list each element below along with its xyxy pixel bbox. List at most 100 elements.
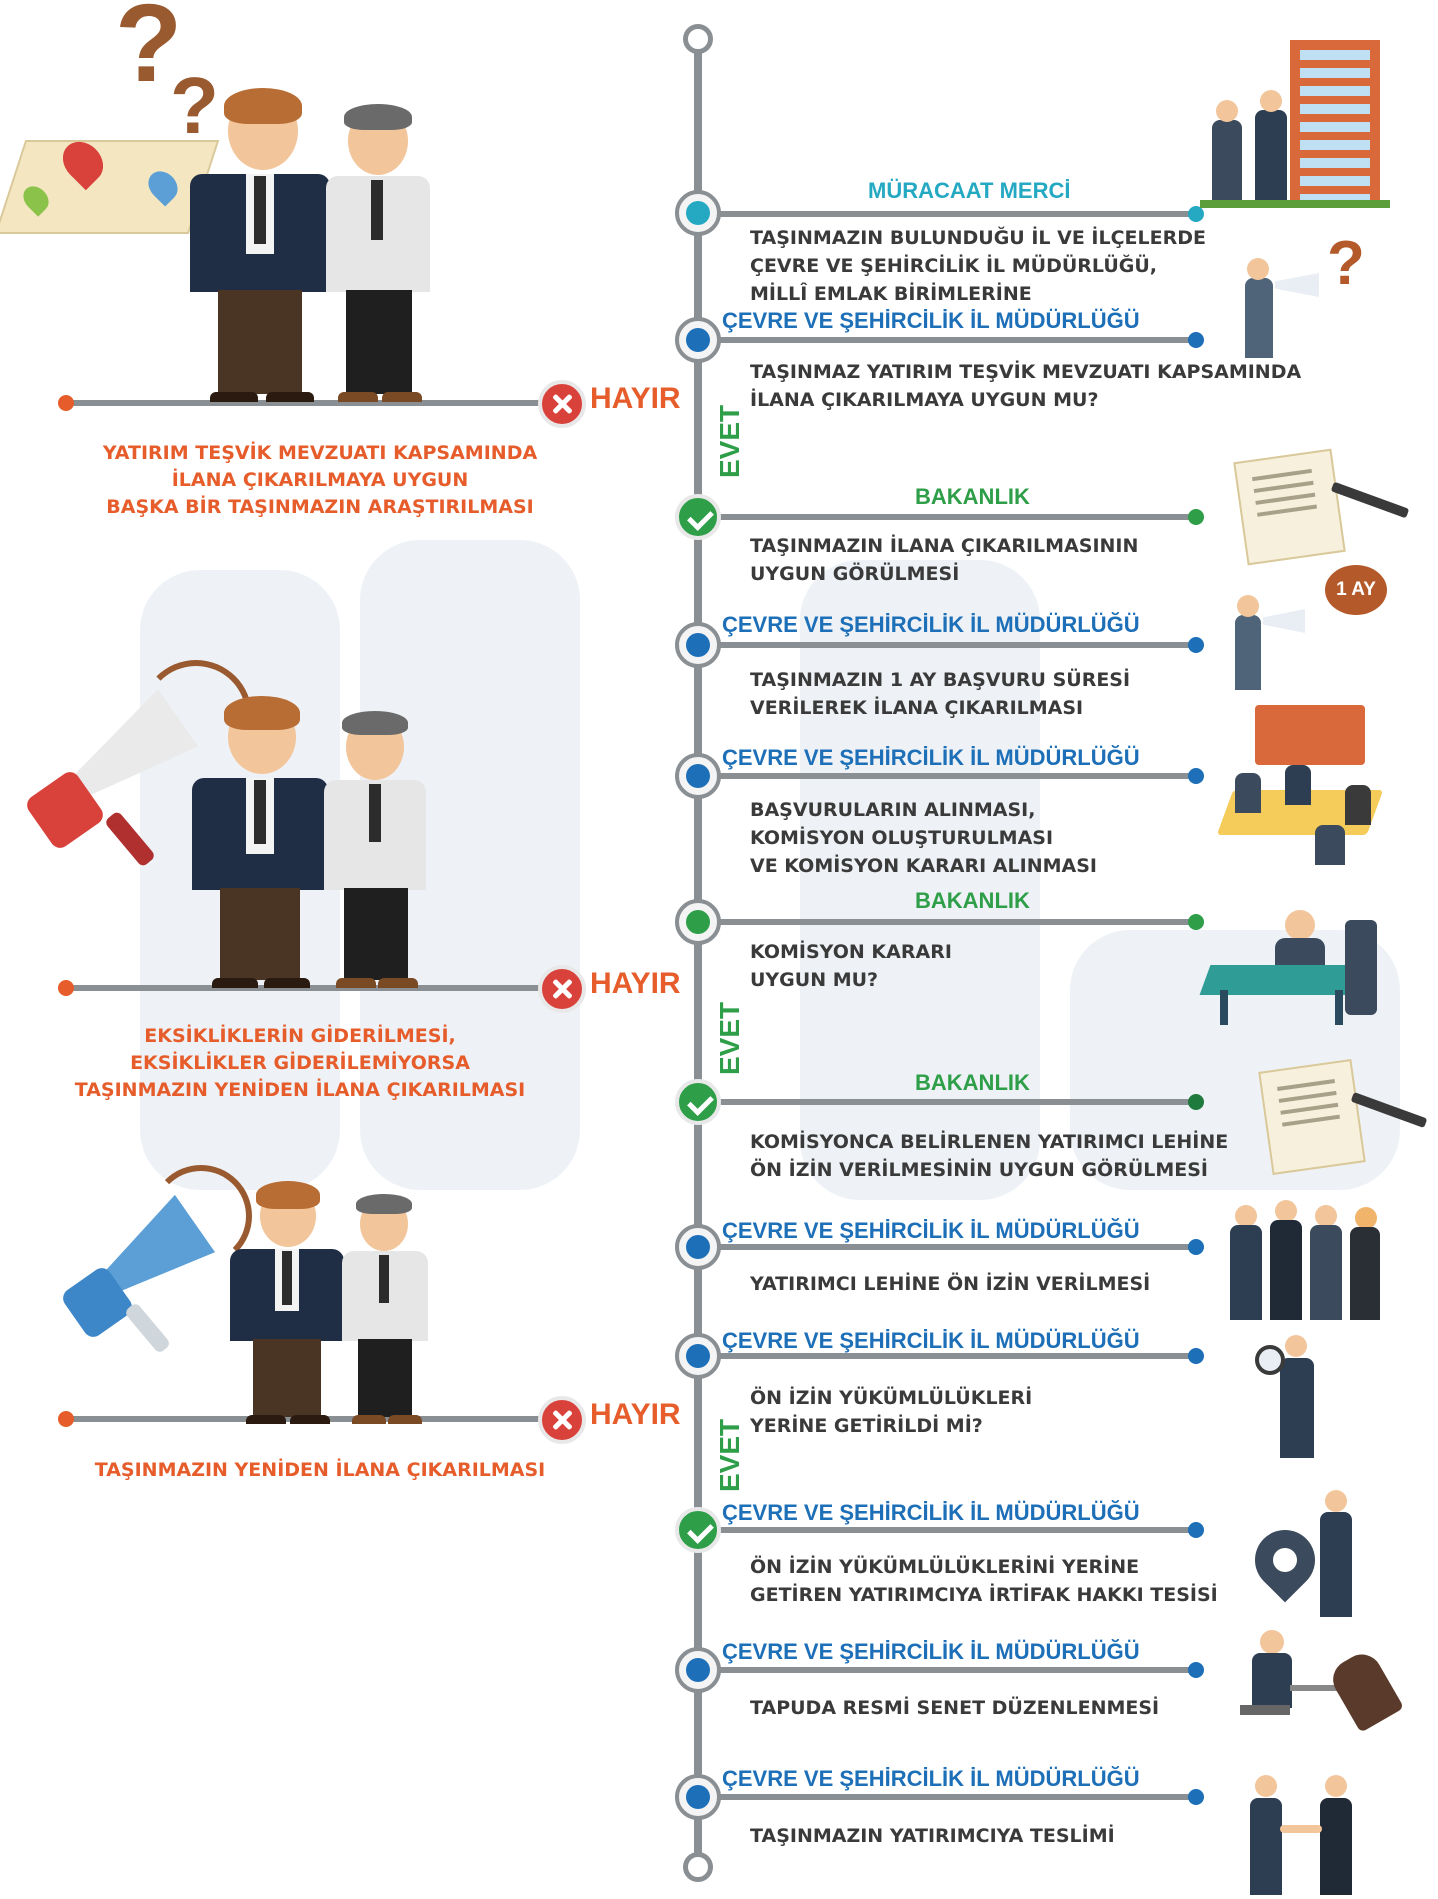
step-connector <box>700 919 1195 925</box>
step-title: ÇEVRE VE ŞEHİRCİLİK İL MÜDÜRLÜĞÜ <box>722 1218 1140 1243</box>
step-title: ÇEVRE VE ŞEHİRCİLİK İL MÜDÜRLÜĞÜ <box>722 1328 1140 1353</box>
step-node <box>675 1333 721 1379</box>
step-node <box>675 317 721 363</box>
no-label: HAYIR <box>590 967 681 1000</box>
step-node <box>675 899 721 945</box>
step-description: ÖN İZİN YÜKÜMLÜLÜKLERİNİ YERİNE GETİREN … <box>750 1556 1218 1606</box>
branch-endpoint <box>58 1411 74 1427</box>
step-description: TAŞINMAZIN YATIRIMCIYA TESLİMİ <box>750 1825 1115 1847</box>
no-label: HAYIR <box>590 382 681 415</box>
step-endpoint <box>1188 1522 1204 1538</box>
step-title: ÇEVRE VE ŞEHİRCİLİK İL MÜDÜRLÜĞÜ <box>722 745 1140 770</box>
branch-endpoint <box>58 395 74 411</box>
step-connector <box>700 1099 1195 1105</box>
people-illustration <box>228 1181 438 1425</box>
step-endpoint <box>1188 206 1204 222</box>
step-description: ÖN İZİN YÜKÜMLÜLÜKLERİ YERİNE GETİRİLDİ … <box>750 1387 1033 1437</box>
step-description: TAŞINMAZ YATIRIM TEŞVİK MEVZUATI KAPSAMI… <box>750 361 1302 411</box>
handshake-deal-icon <box>1245 1770 1375 1895</box>
step-title: ÇEVRE VE ŞEHİRCİLİK İL MÜDÜRLÜĞÜ <box>722 1500 1140 1525</box>
no-label: HAYIR <box>590 1398 681 1431</box>
step-node <box>675 1647 721 1693</box>
yes-label: EVET <box>714 404 745 478</box>
check-node <box>675 1079 721 1125</box>
step-title: ÇEVRE VE ŞEHİRCİLİK İL MÜDÜRLÜĞÜ <box>722 1639 1140 1664</box>
timeline-start-cap <box>683 24 713 54</box>
handshake-building-icon <box>1200 40 1390 210</box>
step-connector <box>700 642 1195 648</box>
step-description: TAŞINMAZIN 1 AY BAŞVURU SÜRESİ VERİLEREK… <box>750 669 1131 719</box>
step-endpoint <box>1188 1789 1204 1805</box>
branch-note: EKSİKLİKLERİN GİDERİLMESİ, EKSİKLİKLER G… <box>74 1025 526 1101</box>
step-endpoint <box>1188 509 1204 525</box>
branch-note: TAŞINMAZIN YENİDEN İLANA ÇIKARILMASI <box>94 1459 546 1481</box>
branch-note: YATIRIM TEŞVİK MEVZUATI KAPSAMINDA İLANA… <box>102 442 538 518</box>
step-description: TAPUDA RESMİ SENET DÜZENLENMESİ <box>750 1697 1160 1719</box>
step-connector <box>700 514 1195 520</box>
meeting-table-icon <box>1216 705 1400 870</box>
magnifier-inspector-icon <box>1255 1330 1345 1460</box>
step-node <box>675 1774 721 1820</box>
step-title: ÇEVRE VE ŞEHİRCİLİK İL MÜDÜRLÜĞÜ <box>722 308 1140 333</box>
step-connector <box>700 1244 1195 1250</box>
step-title: BAKANLIK <box>915 484 1030 509</box>
step-node <box>675 622 721 668</box>
step-description: KOMİSYON KARARI UYGUN MU? <box>750 941 952 991</box>
map-question-icon: ? ? <box>0 0 220 235</box>
step-endpoint <box>1188 637 1204 653</box>
step-description: TAŞINMAZIN BULUNDUĞU İL VE İLÇELERDE ÇEV… <box>750 227 1206 305</box>
branch-connector <box>64 400 554 406</box>
step-endpoint <box>1188 768 1204 784</box>
step-endpoint <box>1188 1662 1204 1678</box>
people-illustration <box>190 696 450 990</box>
step-connector <box>700 773 1195 779</box>
business-team-icon <box>1215 1195 1395 1320</box>
yes-label: EVET <box>714 1001 745 1075</box>
step-description: TAŞINMAZIN İLANA ÇIKARILMASININ UYGUN GÖ… <box>750 535 1139 585</box>
step-endpoint <box>1188 914 1204 930</box>
location-pin-man-icon <box>1242 1490 1385 1620</box>
watermark-shape <box>800 560 1040 1200</box>
step-title: ÇEVRE VE ŞEHİRCİLİK İL MÜDÜRLÜĞÜ <box>722 612 1140 637</box>
step-endpoint <box>1188 1094 1204 1110</box>
one-month-badge: 1 AY <box>1325 565 1387 615</box>
megaphone-question-icon: ? <box>1235 228 1385 358</box>
step-connector <box>700 1353 1195 1359</box>
step-node <box>675 753 721 799</box>
branch-endpoint <box>58 980 74 996</box>
step-description: BAŞVURULARIN ALINMASI, KOMİSYON OLUŞTURU… <box>750 799 1097 877</box>
stamp-office-icon <box>1230 1625 1410 1755</box>
check-node <box>675 1507 721 1553</box>
step-title: BAKANLIK <box>915 888 1030 913</box>
step-endpoint <box>1188 332 1204 348</box>
step-description: KOMİSYONCA BELİRLENEN YATIRIMCI LEHİNE Ö… <box>750 1131 1229 1181</box>
step-description: YATIRIMCI LEHİNE ÖN İZİN VERİLMESİ <box>750 1273 1151 1295</box>
step-title: MÜRACAAT MERCİ <box>868 178 1071 203</box>
step-connector <box>700 211 1195 217</box>
x-circle-icon <box>538 1396 586 1444</box>
megaphone-one-month-icon: 1 AY <box>1225 565 1400 690</box>
branch-connector <box>64 985 554 991</box>
step-connector <box>700 1527 1195 1533</box>
step-endpoint <box>1188 1239 1204 1255</box>
step-node <box>675 190 721 236</box>
check-node <box>675 494 721 540</box>
x-circle-icon <box>538 965 586 1013</box>
step-connector <box>700 1794 1195 1800</box>
desk-officer-icon <box>1199 890 1395 1025</box>
step-endpoint <box>1188 1348 1204 1364</box>
document-pen-icon <box>1255 1058 1430 1176</box>
yes-label: EVET <box>714 1418 745 1492</box>
people-illustration <box>190 88 450 402</box>
step-connector <box>700 337 1195 343</box>
step-connector <box>700 1667 1195 1673</box>
megaphone-blue-icon <box>55 1165 252 1375</box>
step-node <box>675 1224 721 1270</box>
x-circle-icon <box>538 380 586 428</box>
timeline-spine <box>694 48 702 1858</box>
step-title: BAKANLIK <box>915 1070 1030 1095</box>
document-pen-icon <box>1230 448 1410 566</box>
timeline-end-cap <box>683 1852 713 1882</box>
step-title: ÇEVRE VE ŞEHİRCİLİK İL MÜDÜRLÜĞÜ <box>722 1766 1140 1791</box>
